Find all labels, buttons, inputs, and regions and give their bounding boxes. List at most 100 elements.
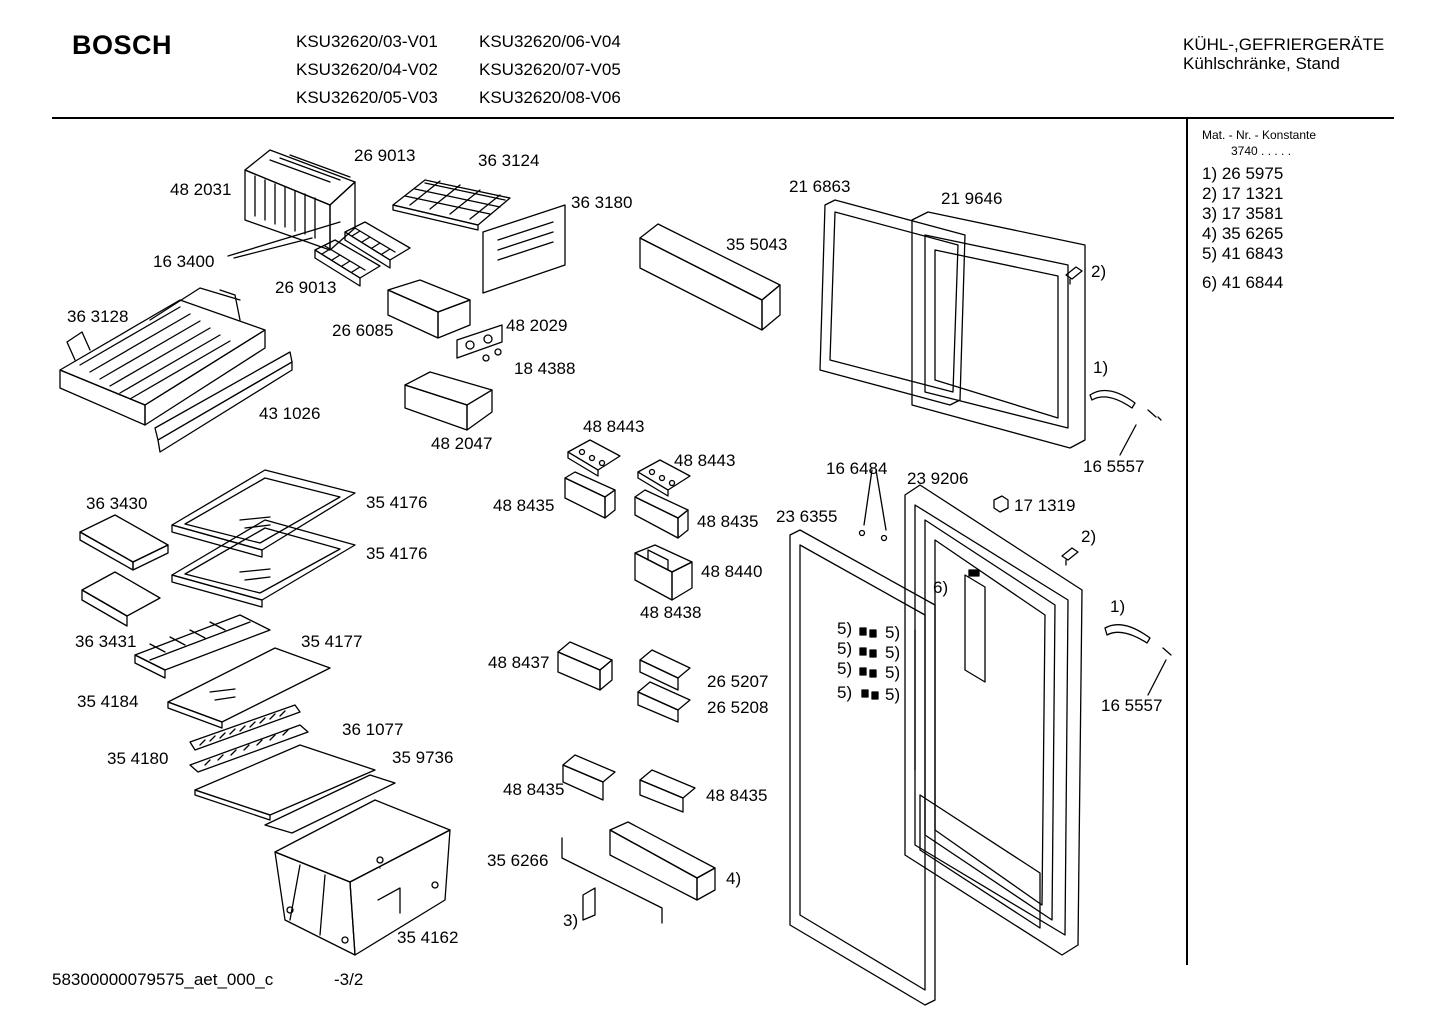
leader-line (864, 470, 886, 530)
door-shelf-bin (640, 770, 695, 812)
part-number-label: 21 9646 (941, 189, 1003, 208)
part-number-label: 5) (837, 659, 853, 678)
door-handle-part (1090, 391, 1161, 456)
part-number-label: 21 6863 (789, 177, 851, 196)
part-number-label: 3) (563, 911, 579, 930)
part-number-label: 1) (1110, 597, 1126, 616)
crisper-cover-part (195, 745, 375, 820)
part-number-label: 5) (837, 639, 853, 658)
clip-parts (860, 570, 979, 699)
ice-tray-part (315, 240, 380, 286)
egg-tray-part (638, 460, 690, 496)
part-number-label: 48 8438 (640, 603, 702, 622)
small-drawer-part (80, 515, 168, 570)
sidebar-part-item: 2) 17 1321 (1202, 184, 1284, 203)
part-number-label: 48 8440 (701, 562, 763, 581)
part-number-label: 43 1026 (259, 404, 321, 423)
freezer-door-gasket (820, 200, 965, 405)
part-number-label: 35 4176 (366, 544, 428, 563)
door-shelf-bin (640, 650, 690, 690)
part-number-label: 36 3180 (571, 193, 633, 212)
part-number-label: 35 9736 (392, 748, 454, 767)
model-number: KSU32620/07-V05 (479, 60, 621, 79)
screw-part (860, 531, 865, 536)
part-number-label: 36 3430 (86, 494, 148, 513)
part-number-label: 35 6266 (487, 851, 549, 870)
small-bracket-part (583, 888, 595, 920)
category-line: KÜHL-,GEFRIERGERÄTE (1183, 35, 1385, 54)
part-number-label: 48 2047 (431, 434, 493, 453)
tray-part (405, 372, 492, 430)
ice-tray-part (345, 222, 410, 268)
shelf-frame-part (135, 615, 270, 678)
door-handle-part (1105, 625, 1171, 695)
part-number-label: 26 5207 (707, 672, 769, 691)
freezer-door-part (912, 212, 1085, 448)
part-number-label: 16 3400 (153, 252, 215, 271)
shelf-strip-part (190, 705, 300, 750)
part-number-label: 36 1077 (342, 720, 404, 739)
model-number: KSU32620/06-V04 (479, 32, 621, 51)
brand-logo: BOSCH (72, 30, 173, 60)
hinge-cover-part (1062, 548, 1078, 565)
part-number-label: 5) (885, 643, 901, 662)
part-number-label: 26 9013 (354, 146, 416, 165)
part-number-label: 26 9013 (275, 278, 337, 297)
control-panel-part (457, 325, 502, 361)
sidebar-part-item: 6) 41 6844 (1202, 273, 1284, 292)
wire-part (562, 838, 662, 923)
crisper-cover-part (265, 775, 395, 833)
small-part (994, 496, 1008, 512)
model-number: KSU32620/03-V01 (296, 32, 438, 51)
part-number-label: 1) (1093, 358, 1109, 377)
part-number-label: 5) (885, 685, 901, 704)
part-number-label: 35 5043 (726, 235, 788, 254)
door-shelf-bin (635, 490, 688, 538)
part-number-label: 35 4177 (301, 632, 363, 651)
part-number-label: 35 4180 (107, 749, 169, 768)
sidebar-title: Mat. - Nr. - Konstante (1202, 128, 1317, 142)
part-number-label: 23 6355 (776, 507, 838, 526)
evaporator-cover-part (245, 150, 355, 250)
part-number-label: 48 8435 (493, 496, 555, 515)
door-bin-large (610, 822, 715, 900)
door-shelf-bin (635, 545, 692, 600)
part-number-label: 16 6484 (826, 459, 888, 478)
freezer-drawer-part (60, 288, 265, 425)
page-number: -3/2 (334, 970, 364, 989)
part-number-label: 35 4184 (77, 692, 139, 711)
category-heading: KÜHL-,GEFRIERGERÄTE Kühlschränke, Stand (1183, 35, 1384, 73)
part-number-label: 48 2029 (506, 316, 568, 335)
model-number: KSU32620/05-V03 (296, 88, 438, 107)
sidebar-divider (1186, 119, 1188, 965)
egg-tray-part (568, 440, 620, 476)
part-number-label: 48 8443 (583, 417, 645, 436)
freezer-grid-shelf (393, 180, 510, 230)
sidebar-part-item: 5) 41 6843 (1202, 244, 1284, 263)
small-drawer-part (82, 572, 160, 626)
part-number-label: 5) (837, 683, 853, 702)
document-id: 58300000079575_aet_000_c (52, 970, 274, 989)
part-number-label: 48 8435 (697, 512, 759, 531)
part-number-label: 26 5208 (707, 698, 769, 717)
part-number-label: 48 8437 (488, 653, 550, 672)
door-shelf-bin (563, 755, 615, 800)
part-number-label: 36 3128 (67, 307, 129, 326)
part-number-label: 6) (933, 578, 949, 597)
fridge-door-gasket (790, 530, 935, 1005)
glass-shelf-part (168, 648, 330, 728)
crisper-drawer-part (275, 800, 450, 955)
part-number-label: 2) (1091, 262, 1107, 281)
part-number-label: 36 3124 (478, 151, 540, 170)
sidebar-part-item: 3) 17 3581 (1202, 204, 1284, 223)
part-number-label: 35 4176 (366, 493, 428, 512)
hinge-cover-part (1066, 267, 1082, 284)
screw-part (882, 536, 887, 541)
part-number-label: 16 5557 (1101, 696, 1163, 715)
part-number-label: 18 4388 (514, 359, 576, 378)
part-number-label: 48 8435 (503, 780, 565, 799)
door-shelf-bin (565, 472, 615, 518)
category-line: Kühlschränke, Stand (1183, 54, 1340, 73)
sidebar-constant: 3740 . . . . . (1231, 144, 1292, 158)
